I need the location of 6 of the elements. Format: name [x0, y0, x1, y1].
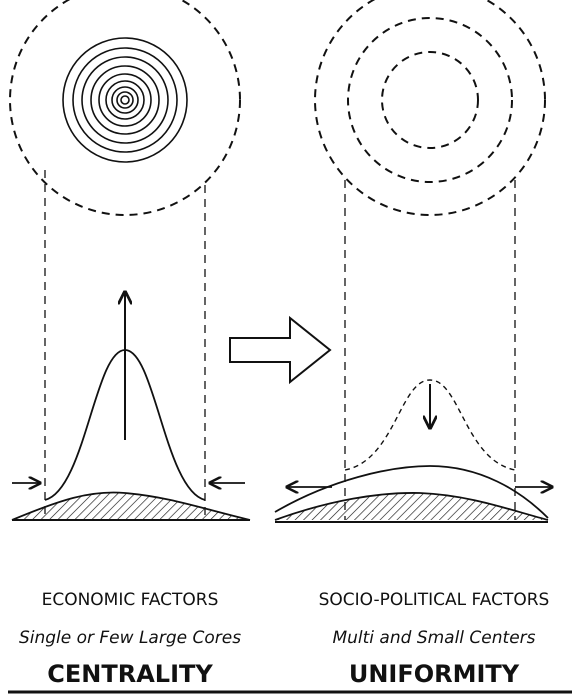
factor-heading: ECONOMIC FACTORS — [42, 590, 218, 610]
description-text: Single or Few Large Cores — [18, 628, 242, 648]
factor-heading: SOCIO-POLITICAL FACTORS — [318, 590, 550, 610]
concept-title: UNIFORMITY — [348, 660, 520, 688]
description-text: Multi and Small Centers — [332, 628, 536, 648]
concept-title: CENTRALITY — [47, 660, 213, 688]
